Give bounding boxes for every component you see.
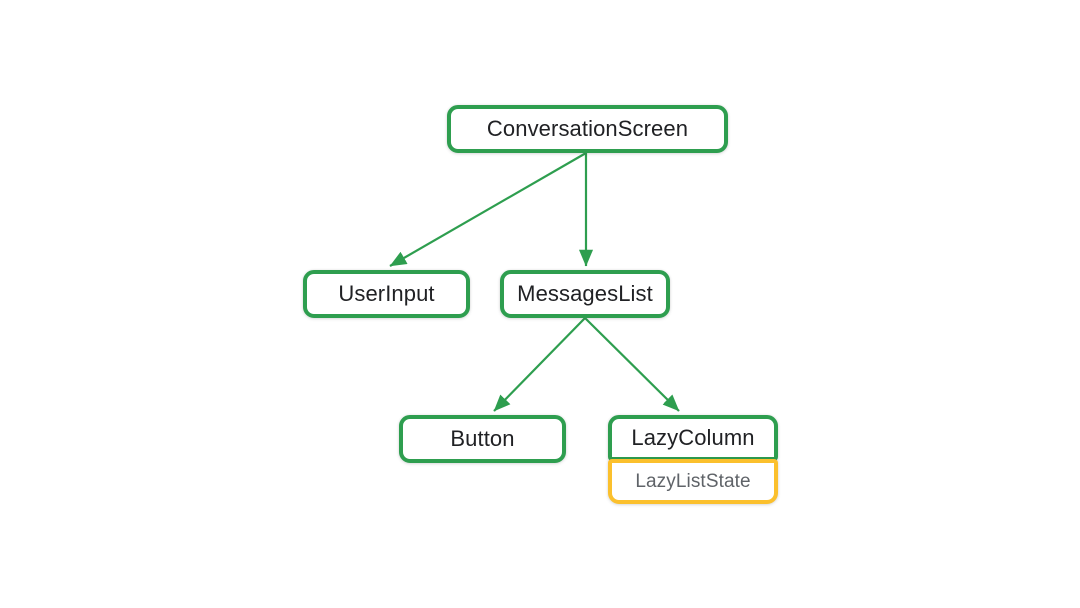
node-label: Button xyxy=(450,426,515,451)
edge-messageslist-lazycolumn xyxy=(584,317,680,412)
node-label: UserInput xyxy=(338,281,435,306)
node-label: MessagesList xyxy=(517,281,653,306)
node-messageslist[interactable]: MessagesList xyxy=(500,270,670,318)
node-label: LazyListState xyxy=(635,471,751,492)
node-conversationscreen[interactable]: ConversationScreen xyxy=(447,105,728,153)
node-lazycolumn[interactable]: LazyColumn xyxy=(608,415,778,461)
node-label: LazyColumn xyxy=(631,425,755,450)
edge-messageslist-button xyxy=(493,317,586,412)
node-userinput[interactable]: UserInput xyxy=(303,270,470,318)
edge-conversationscreen-userinput xyxy=(389,152,587,267)
node-label: ConversationScreen xyxy=(486,116,689,141)
node-button[interactable]: Button xyxy=(399,415,566,463)
node-lazyliststate[interactable]: LazyListState xyxy=(608,459,778,504)
